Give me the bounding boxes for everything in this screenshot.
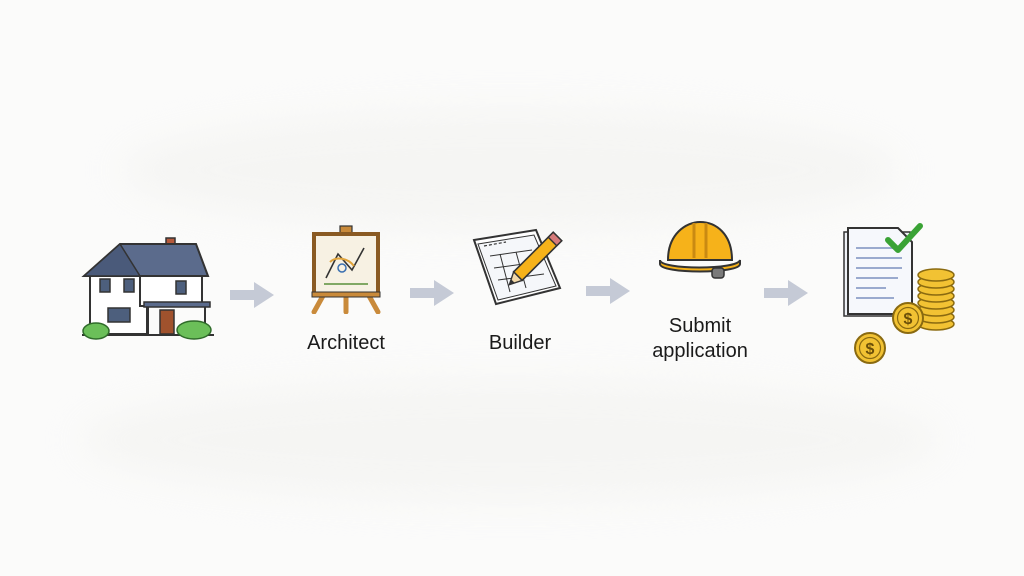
step-label-submit-line1: Submit (668, 315, 732, 337)
house-icon (81, 237, 214, 340)
step-label-submit-line2: application (652, 340, 748, 362)
easel-icon (311, 225, 381, 314)
svg-text:$: $ (866, 341, 875, 358)
flow-arrow (764, 280, 808, 306)
flow-arrow (230, 282, 274, 308)
svg-text:$: $ (904, 311, 913, 328)
background-texture (80, 380, 940, 500)
background-texture (120, 110, 900, 230)
hard-hat-icon (659, 220, 741, 279)
step-label-builder: Builder (488, 332, 552, 354)
flow-arrow (586, 278, 630, 304)
blueprint-pencil-icon (472, 228, 563, 306)
step-label-architect: Architect (307, 332, 385, 354)
flow-arrow (410, 280, 454, 306)
approved-document-coins-icon: $ $ (843, 223, 955, 364)
